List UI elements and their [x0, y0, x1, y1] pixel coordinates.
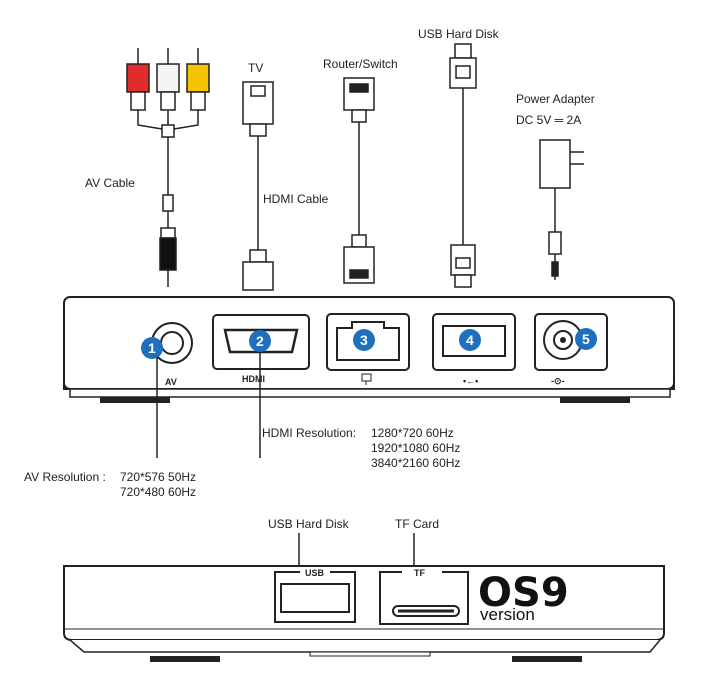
usb-icon: •←•	[463, 376, 478, 386]
av-cable-label: AV Cable	[85, 176, 135, 190]
port-badge-5-number: 5	[582, 331, 590, 347]
rca-white-plug	[156, 63, 180, 93]
ethernet-cable	[343, 77, 375, 284]
port-badge-2	[249, 330, 271, 352]
av-jack-plug	[159, 237, 177, 271]
brand-version: version	[480, 605, 535, 624]
port-badge-1	[141, 337, 163, 359]
tf-card-slot: TF	[379, 567, 469, 625]
dc-icon: -⊙-	[551, 376, 565, 386]
av-port: AV	[151, 322, 193, 387]
av-port-label: AV	[165, 377, 177, 387]
brand-logo: OS9 version	[478, 570, 569, 624]
power-brick	[539, 139, 571, 189]
power-adapter	[539, 139, 584, 280]
dc-port: -⊙-	[534, 313, 608, 386]
port-badge-1-number: 1	[148, 340, 156, 356]
hdmi-cable	[242, 81, 274, 291]
hdmi-port-label: HDMI	[242, 374, 265, 384]
av-resolution-line: 720*576 50Hz	[120, 470, 196, 484]
hdmi-resolution-line: 1280*720 60Hz	[371, 426, 454, 440]
port-badge-3	[353, 329, 375, 351]
router-switch-label: Router/Switch	[323, 57, 398, 71]
network-icon	[361, 373, 372, 385]
rca-red-plug	[126, 63, 150, 93]
av-resolution-title: AV Resolution :	[24, 470, 106, 484]
usb-front-label: USB	[305, 568, 325, 578]
hdmi-resolution-title: HDMI Resolution:	[262, 426, 356, 440]
tf-front-label: TF	[414, 568, 425, 578]
tf-card-label: TF Card	[395, 517, 439, 531]
av-cable	[126, 48, 210, 287]
power-adapter-label: Power Adapter	[516, 92, 595, 106]
brand-os9: OS9	[478, 570, 569, 616]
hdmi-cable-label: HDMI Cable	[263, 192, 329, 206]
hdmi-plug-bottom	[242, 261, 274, 291]
av-resolution-line: 720*480 60Hz	[120, 485, 196, 499]
usb-hard-disk-bottom-label: USB Hard Disk	[268, 517, 350, 531]
usb-cable	[449, 43, 477, 288]
port-badge-4	[459, 329, 481, 351]
rj45-plug-bottom	[343, 246, 375, 284]
rj45-plug-top	[343, 77, 375, 111]
hdmi-resolution-line: 3840*2160 60Hz	[371, 456, 460, 470]
rca-yellow-plug	[186, 63, 210, 93]
usb-hard-disk-top-label: USB Hard Disk	[418, 27, 500, 41]
port-badge-2-number: 2	[256, 333, 264, 349]
power-spec-label: DC 5V ═ 2A	[516, 113, 581, 127]
port-badge-4-number: 4	[466, 332, 474, 348]
port-badge-5	[575, 328, 597, 350]
usb-front-slot: USB	[274, 567, 356, 623]
port-badge-3-number: 3	[360, 332, 368, 348]
hdmi-resolution-line: 1920*1080 60Hz	[371, 441, 460, 455]
tv-label: TV	[248, 61, 263, 75]
front-panel	[63, 565, 665, 662]
